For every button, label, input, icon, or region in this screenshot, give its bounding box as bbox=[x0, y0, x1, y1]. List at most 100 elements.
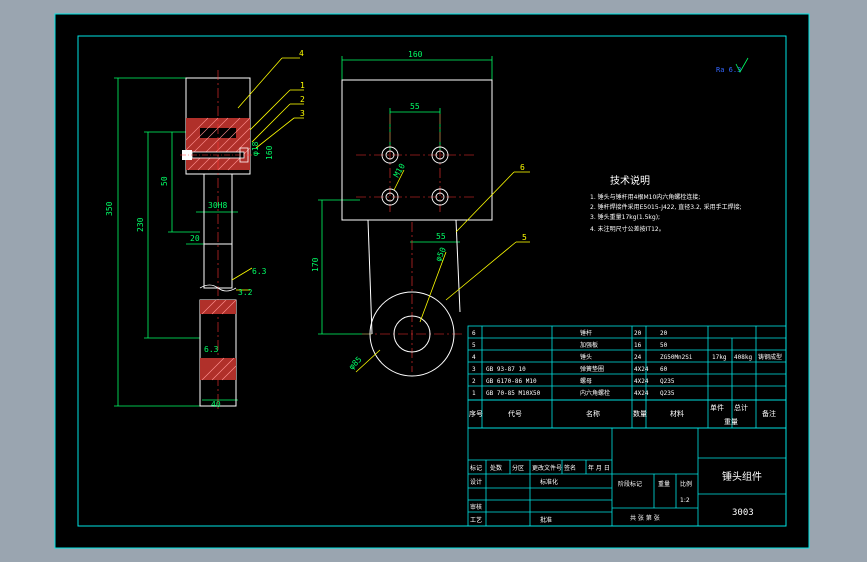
note-line-1: 1. 锤头与锤杆用4根M10内六角螺栓连接; bbox=[590, 193, 700, 201]
tb-scale-val: 1:2 bbox=[680, 497, 690, 504]
leader-6: 6 bbox=[520, 163, 525, 172]
front-view: 350 230 50 20 40 30H8 φ18 160 6.3 3.2 6.… bbox=[105, 49, 305, 412]
parts-cell-note: 铸钢成型 bbox=[758, 353, 782, 361]
section-hatch-lower bbox=[200, 299, 237, 381]
parts-cell-name: 内六角螺栓 bbox=[580, 389, 610, 397]
parts-cell-code: GB 70-85 M10X50 bbox=[486, 390, 541, 397]
head-plate bbox=[341, 79, 493, 221]
parts-cell-qty: 20 bbox=[634, 330, 642, 337]
parts-cell-no: 3 bbox=[472, 366, 476, 373]
roughness-corner-mark: Ra 6.3 bbox=[716, 57, 749, 74]
tb-stage: 阶段标记 bbox=[618, 480, 642, 488]
parts-cell-no: 6 bbox=[472, 330, 476, 337]
hdr-no: 序号 bbox=[469, 409, 483, 418]
side-view: 160 55 55 170 M10 φ85 φ50 6 5 bbox=[311, 50, 530, 377]
technical-notes: 技术说明 1. 锤头与锤杆用4根M10内六角螺栓连接; 2. 锤杆焊接件采用E5… bbox=[590, 174, 742, 233]
notes-title: 技术说明 bbox=[610, 174, 650, 187]
parts-cell-mat: 50 bbox=[660, 342, 668, 349]
tb-zone: 分区 bbox=[512, 464, 524, 472]
parts-header: 序号 代号 名称 数量 材料 单件 总计 重量 备注 bbox=[469, 403, 776, 426]
hdr-total: 总计 bbox=[734, 403, 748, 412]
dim-160-side: 160 bbox=[265, 145, 274, 160]
tb-sign: 签名 bbox=[564, 464, 576, 472]
dim-350: 350 bbox=[105, 201, 114, 216]
parts-cell-name: 锤杆 bbox=[580, 329, 592, 337]
drawing-name: 锤头组件 bbox=[722, 470, 762, 483]
dim-phi18: φ18 bbox=[251, 141, 260, 156]
parts-cell-mat: 20 bbox=[660, 330, 668, 337]
bolt-hole bbox=[381, 188, 399, 206]
hammer-arm bbox=[367, 219, 461, 377]
parts-list-text: 6 锤杆 20 20 5 加强板 16 50 4 锤头 24 ZG50Mn2Si 17kg 408kg 铸钢… bbox=[472, 329, 782, 397]
hdr-mat: 材料 bbox=[670, 409, 684, 418]
tb-weight: 重量 bbox=[658, 480, 670, 488]
parts-cell-no: 4 bbox=[472, 354, 476, 361]
pivot-boss bbox=[369, 291, 455, 377]
parts-cell-total: 408kg bbox=[734, 354, 752, 361]
parts-cell-code: GB 6170-86 M10 bbox=[486, 378, 537, 385]
bolt-hole bbox=[431, 146, 449, 164]
parts-list bbox=[467, 325, 787, 429]
pivot-bore bbox=[393, 315, 431, 353]
parts-cell-name: 锤头 bbox=[580, 353, 592, 361]
roughness-c: 6.3 bbox=[204, 345, 219, 354]
dim-30h8: 30H8 bbox=[208, 201, 227, 210]
leader-4: 4 bbox=[299, 49, 304, 58]
tb-count: 处数 bbox=[490, 464, 502, 472]
parts-cell-name: 螺母 bbox=[580, 377, 592, 385]
leader-1: 1 bbox=[300, 81, 305, 90]
tb-mark: 标记 bbox=[470, 464, 482, 472]
drawing-number: 3003 bbox=[732, 508, 754, 518]
title-block bbox=[467, 427, 787, 527]
hdr-weight: 重量 bbox=[724, 418, 738, 426]
corner-mark: Ra 6.3 bbox=[716, 66, 741, 74]
roughness-b: 3.2 bbox=[238, 288, 253, 297]
tb-docno: 更改文件号 bbox=[532, 464, 562, 472]
tb-approve: 批准 bbox=[540, 516, 552, 524]
parts-cell-mat: Q235 bbox=[660, 390, 675, 397]
parts-cell-qty: 24 bbox=[634, 354, 642, 361]
hdr-note: 备注 bbox=[762, 409, 776, 418]
dim-170: 170 bbox=[311, 257, 320, 272]
parts-cell-mat: 60 bbox=[660, 366, 668, 373]
dim-55-bottom: 55 bbox=[436, 232, 446, 241]
drawing-sheet bbox=[54, 13, 810, 549]
note-line-2: 2. 锤杆焊接件采用E5015-J422, 直径3.2, 采用手工焊接; bbox=[590, 203, 742, 211]
tb-scale: 比例 bbox=[680, 480, 692, 488]
bolt-holes bbox=[381, 146, 449, 206]
inner-frame bbox=[77, 35, 787, 527]
parts-cell-qty: 4X24 bbox=[634, 366, 649, 373]
dim-40: 40 bbox=[211, 400, 221, 409]
parts-cell-name: 弹簧垫圈 bbox=[580, 365, 604, 373]
hdr-unit: 单件 bbox=[710, 403, 724, 412]
parts-cell-unit: 17kg bbox=[712, 354, 727, 361]
leader-3: 3 bbox=[300, 109, 305, 118]
note-line-3: 3. 锤头重量17kg(1.5kg); bbox=[590, 213, 660, 221]
tb-std: 标准化 bbox=[540, 478, 558, 486]
title-block-text: 标记 处数 分区 更改文件号 签名 年 月 日 设计 标准化 审核 工艺 批准 … bbox=[470, 464, 692, 524]
tb-sheets: 共 张 第 张 bbox=[630, 514, 660, 522]
parts-cell-no: 5 bbox=[472, 342, 476, 349]
tb-check: 审核 bbox=[470, 503, 482, 511]
dim-55-top: 55 bbox=[410, 102, 420, 111]
dim-50: 50 bbox=[160, 176, 169, 186]
tb-date: 年 月 日 bbox=[588, 464, 610, 472]
leader-5: 5 bbox=[522, 233, 527, 242]
roughness-a: 6.3 bbox=[252, 267, 267, 276]
hdr-qty: 数量 bbox=[633, 409, 647, 418]
leader-2: 2 bbox=[300, 95, 305, 104]
tb-design: 设计 bbox=[470, 478, 482, 486]
bolt-hole bbox=[381, 146, 399, 164]
note-line-4: 4. 未注明尺寸公差按IT12。 bbox=[590, 225, 665, 233]
parts-cell-mat: ZG50Mn2Si bbox=[660, 354, 693, 361]
parts-cell-qty: 4X24 bbox=[634, 378, 649, 385]
parts-cell-name: 加强板 bbox=[580, 341, 598, 349]
parts-cell-qty: 16 bbox=[634, 342, 642, 349]
bolt-hole bbox=[431, 188, 449, 206]
parts-cell-code: GB 93-87 10 bbox=[486, 366, 526, 373]
parts-cell-no: 2 bbox=[472, 378, 476, 385]
parts-cell-no: 1 bbox=[472, 390, 476, 397]
parts-cell-qty: 4X24 bbox=[634, 390, 649, 397]
hdr-code: 代号 bbox=[508, 409, 522, 418]
